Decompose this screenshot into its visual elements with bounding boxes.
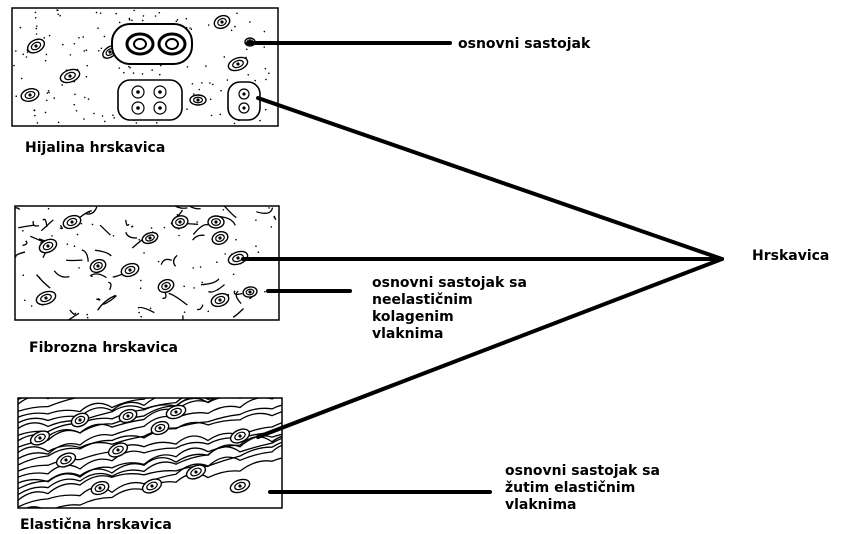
panel-frame (11, 7, 279, 127)
chondrocyte (207, 215, 225, 229)
fibrous-cartilage-panel (14, 205, 280, 321)
panel-frame (14, 205, 280, 321)
chondrocyte (141, 231, 159, 245)
chondrocyte (227, 56, 249, 72)
isogenous-group (117, 79, 183, 121)
label-elastic-matrix-line: osnovni sastojak sa (505, 463, 660, 479)
chondrocyte (157, 278, 175, 294)
chondrocyte (89, 258, 107, 274)
chondrocyte (213, 14, 231, 30)
label-root-cartilage: Hrskavica (752, 248, 830, 264)
chondrocyte (70, 412, 90, 428)
label-elastic-matrix-line: vlaknima (505, 497, 577, 513)
chondrocyte (210, 292, 230, 308)
chondrocyte (38, 238, 58, 254)
chondrocyte (141, 478, 163, 494)
chondrocyte (62, 214, 82, 230)
chondrocyte (150, 420, 170, 436)
connector-hyaline-to-root (256, 96, 724, 261)
connector-elastic-to-root (256, 257, 724, 439)
chondrocyte (26, 38, 46, 54)
chondrocyte (229, 428, 251, 444)
label-fibrous-matrix: osnovni sastojak sa neelastičnim kolagen… (372, 275, 527, 343)
label-elastic-matrix-line: žutim elastičnim (505, 480, 636, 496)
chondrocyte (29, 430, 51, 446)
label-fibrous-matrix-line: osnovni sastojak sa (372, 275, 527, 291)
caption-hyaline: Hijalina hrskavica (25, 140, 166, 156)
hyaline-cartilage-panel (11, 7, 279, 127)
chondrocyte (242, 286, 258, 298)
chondrocyte (107, 442, 129, 458)
connector-lines (241, 41, 724, 494)
chondrocyte (171, 215, 189, 229)
chondrocyte (189, 94, 207, 106)
label-elastic-matrix: osnovni sastojak sa žutim elastičnim vla… (505, 463, 660, 514)
chondrocyte (120, 262, 140, 278)
chondrocyte (165, 404, 187, 420)
chondrocyte (227, 250, 249, 266)
label-fibrous-matrix-line: kolagenim (372, 309, 454, 325)
chondrocyte (211, 231, 229, 245)
isogenous-group (227, 81, 261, 121)
chondrocyte (55, 452, 77, 468)
caption-fibrous: Fibrozna hrskavica (29, 340, 178, 356)
chondrocyte (35, 290, 57, 306)
elastic-cartilage-panel (17, 397, 283, 509)
isogenous-group (111, 23, 193, 65)
label-fibrous-matrix-line: neelastičnim (372, 292, 473, 308)
chondrocyte (90, 480, 110, 496)
chondrocyte (20, 88, 40, 102)
label-hyaline-matrix: osnovni sastojak (458, 36, 591, 52)
chondrocyte (59, 68, 81, 84)
caption-elastic: Elastična hrskavica (20, 517, 172, 533)
label-fibrous-matrix-line: vlaknima (372, 326, 444, 342)
chondrocyte (229, 478, 251, 494)
chondrocyte (118, 408, 138, 424)
chondrocyte (185, 464, 207, 480)
